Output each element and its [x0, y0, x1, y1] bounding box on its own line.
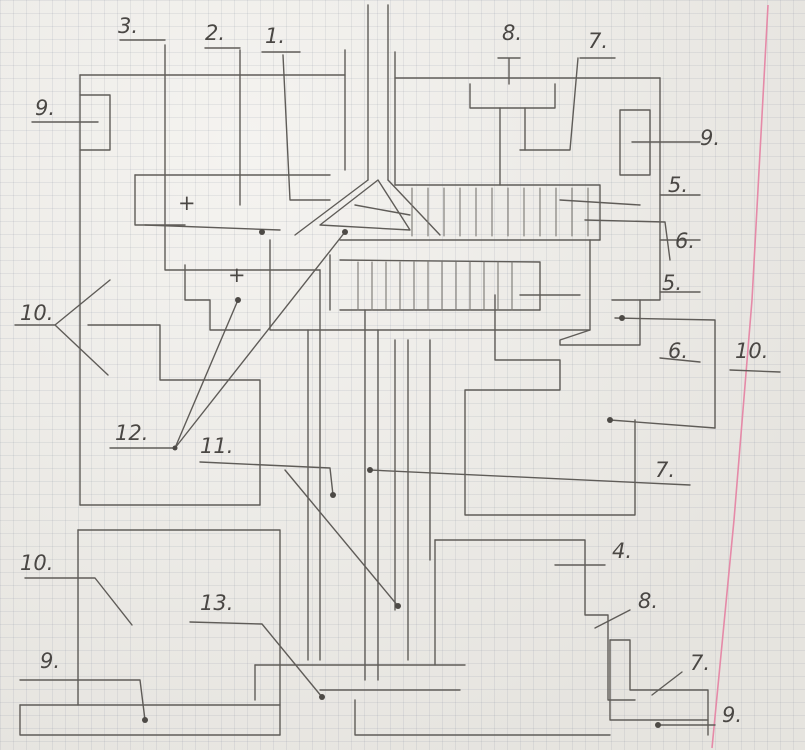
central-y-junction — [294, 4, 601, 681]
label-7-middle: 7. — [655, 458, 675, 482]
label-7-lower: 7. — [690, 651, 710, 675]
plus-sign: + — [178, 191, 196, 215]
upper-left-section — [79, 44, 346, 661]
label-8-top: 8. — [502, 21, 522, 45]
lower-left-section — [19, 529, 611, 736]
label-11: 11. — [200, 434, 233, 458]
label-7-top: 7. — [588, 29, 608, 53]
label-5-upper: 5. — [668, 173, 688, 197]
plus-sign: + — [228, 263, 246, 287]
label-10-left: 10. — [20, 301, 53, 325]
label-5-lower: 5. — [662, 271, 682, 295]
label-4: 4. — [612, 539, 632, 563]
label-6-upper: 6. — [675, 229, 695, 253]
label-9-lower-left: 9. — [40, 649, 60, 673]
lower-right-section — [434, 539, 709, 736]
leader-lines — [14, 39, 781, 728]
label-3: 3. — [118, 14, 138, 38]
upper-right-section — [394, 51, 716, 516]
label-10-lower: 10. — [20, 551, 53, 575]
margin-line — [711, 4, 769, 749]
label-13: 13. — [200, 591, 233, 615]
label-9-left: 9. — [35, 96, 55, 120]
label-9-lower-right: 9. — [722, 703, 742, 727]
label-1: 1. — [265, 24, 285, 48]
label-6-lower: 6. — [668, 339, 688, 363]
label-9-right: 9. — [700, 126, 720, 150]
label-2: 2. — [205, 21, 225, 45]
label-8-lower: 8. — [638, 589, 658, 613]
label-12: 12. — [115, 421, 148, 445]
label-10-right: 10. — [735, 339, 768, 363]
